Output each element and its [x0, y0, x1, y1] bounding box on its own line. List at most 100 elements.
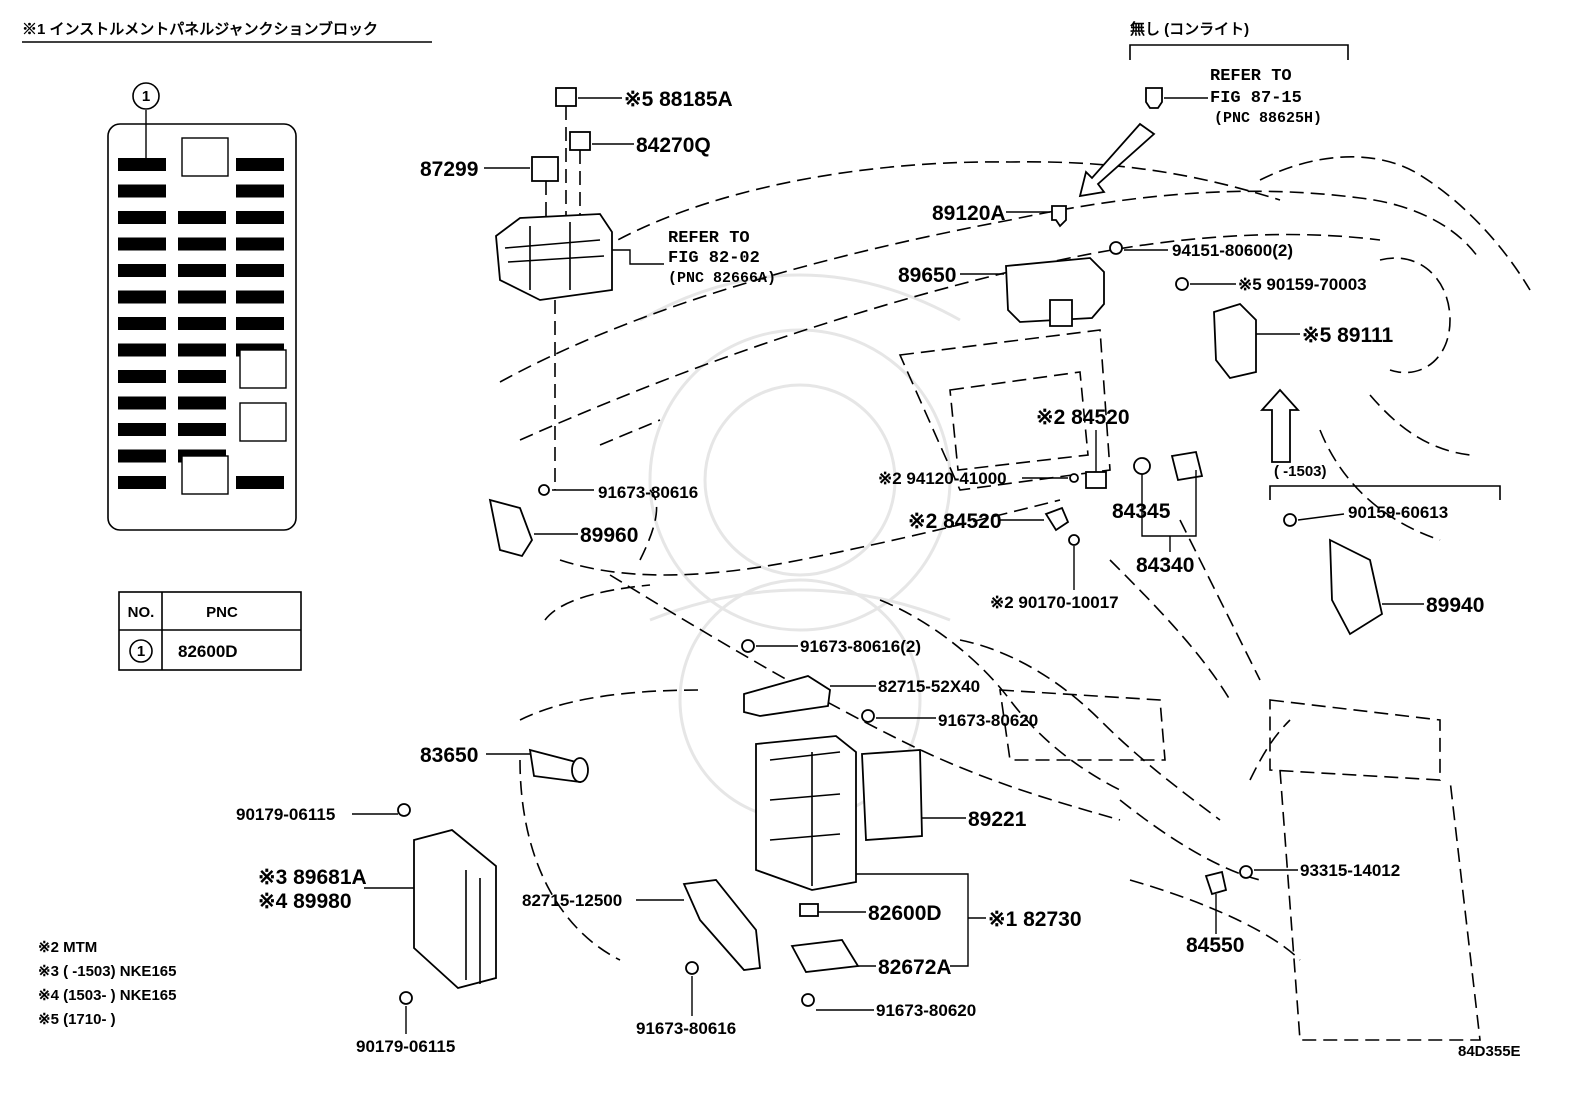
pnc-col-no: NO. [128, 604, 155, 621]
label-89111: ※5 89111 [1302, 324, 1394, 347]
fuse-slot [178, 264, 226, 277]
footnote-5: ※5 (1710- ) [38, 1011, 116, 1028]
fuse-slot [178, 317, 226, 330]
footnote-2: ※2 MTM [38, 939, 97, 956]
view-arrow-right [1259, 388, 1301, 463]
label-94120: ※2 94120-41000 [878, 469, 1007, 488]
leader-lines [352, 97, 1501, 1034]
label-83650: 83650 [420, 744, 478, 767]
watermark-emblem [639, 273, 961, 822]
pnc-table: NO. PNC 1 82600D [118, 591, 302, 671]
label-82715-12500: 82715-12500 [522, 891, 622, 910]
bracket-note: 無し (コンライト) [1130, 20, 1249, 38]
label-84550: 84550 [1186, 934, 1244, 957]
part-89681a-shape [413, 829, 497, 989]
label-89650: 89650 [898, 264, 956, 287]
fuse-slot [236, 317, 284, 330]
fuse-slot [118, 237, 166, 251]
label-90159-60613: 90159-60613 [1348, 503, 1448, 522]
fuse-slot [118, 370, 166, 383]
fuse-slot [118, 158, 166, 171]
fuse-slot [178, 237, 226, 251]
label-89221: 89221 [968, 808, 1027, 831]
label-84270q: 84270Q [636, 134, 711, 157]
junction-block-outline [107, 123, 297, 531]
label-89960: 89960 [580, 524, 638, 547]
fuse-slot [236, 237, 284, 251]
label-90170: ※2 90170-10017 [990, 593, 1119, 612]
fuse-slot [236, 184, 284, 198]
pnc-row-no: 1 [137, 643, 145, 660]
fuse-slot [236, 211, 284, 224]
label-90159-70003: ※5 90159-70003 [1238, 275, 1367, 294]
fuse-slot [178, 423, 226, 436]
fuse-slot [118, 396, 166, 410]
part-89940-shape [1329, 538, 1384, 636]
refer-to-87-15-line3: (PNC 88625H) [1214, 110, 1322, 127]
bracket-82715-52x40-shape [743, 675, 831, 717]
label-87299: 87299 [420, 158, 478, 181]
part-89650-shape [1005, 257, 1105, 323]
fuse-slot [178, 343, 226, 357]
fuse-slot [118, 343, 166, 357]
label-90179-top: 90179-06115 [236, 805, 335, 824]
footnotes: ※2 MTM ※3 ( -1503) NKE165 ※4 (1503- ) NK… [38, 939, 176, 1028]
view-arrow-top [1078, 122, 1156, 198]
part-89221-shape [861, 749, 923, 841]
relay-slot [181, 455, 229, 495]
label-93315: 93315-14012 [1300, 861, 1400, 880]
bracket-82715-12500-shape [682, 879, 761, 971]
fuse-slot [178, 396, 226, 410]
part-84520-top-shape [1085, 471, 1107, 489]
fuse-slot [118, 264, 166, 277]
label-82730: ※1 82730 [988, 908, 1082, 931]
part-82600d-shape [799, 903, 819, 917]
pnc-col-pnc: PNC [206, 604, 238, 621]
fuse-slot [118, 449, 166, 463]
part-89120a-shape [1051, 205, 1067, 228]
part-shapes [397, 87, 1384, 1007]
part-labels: ※5 88185A 84270Q 87299 REFER TO FIG 82-0… [236, 67, 1484, 1056]
part-84520-mid-shape [1044, 506, 1070, 532]
label-82715-52x40: 82715-52X40 [878, 677, 980, 696]
label-94151: 94151-80600(2) [1172, 241, 1293, 260]
fuse-slot [178, 290, 226, 304]
label-82600d: 82600D [868, 902, 942, 925]
figure-code: 84D355E [1458, 1043, 1521, 1060]
label-90179-bottom: 90179-06115 [356, 1037, 455, 1056]
fuse-slot [118, 211, 166, 224]
relay-slot [239, 349, 287, 389]
pnc-row-pnc: 82600D [178, 642, 238, 661]
refer-to-87-15-line2: FIG 87-15 [1210, 89, 1302, 108]
fuse-slot [236, 158, 284, 171]
footnote-4: ※4 (1503- ) NKE165 [38, 987, 176, 1004]
relay-84270q-shape [569, 131, 591, 151]
label-84345: 84345 [1112, 500, 1171, 523]
part-89960-shape [488, 498, 533, 558]
label-84340: 84340 [1136, 554, 1194, 577]
label-1503-note: ( -1503) [1274, 463, 1327, 480]
refer-to-82-02-line2: FIG 82-02 [668, 249, 760, 268]
label-91673-80620-b: 91673-80620 [876, 1001, 976, 1020]
relay-88185a-shape [555, 87, 577, 107]
label-84520-mid: ※2 84520 [908, 510, 1002, 533]
fuse-slot [236, 476, 284, 489]
fuse-slot [118, 290, 166, 304]
junction-block-panel: 1 [107, 82, 297, 531]
page-title: ※1 インストルメントパネルジャンクションブロック [22, 20, 378, 38]
label-89980: ※4 89980 [258, 890, 352, 913]
junction-block-82730-shape [755, 735, 857, 891]
junction-callout-number: 1 [142, 88, 150, 105]
fuse-slot [118, 476, 166, 489]
part-82672a-shape [790, 939, 860, 973]
part-84550-shape [1204, 870, 1228, 896]
part-89111-shape [1213, 302, 1257, 380]
label-91673-80620-a: 91673-80620 [938, 711, 1038, 730]
fuse-slot [118, 184, 166, 198]
fuse-slot [118, 317, 166, 330]
label-91673-80616-a: 91673-80616 [598, 483, 698, 502]
relay-slot [181, 137, 229, 177]
relay-slot [239, 402, 287, 442]
label-88185a: ※5 88185A [624, 88, 733, 111]
